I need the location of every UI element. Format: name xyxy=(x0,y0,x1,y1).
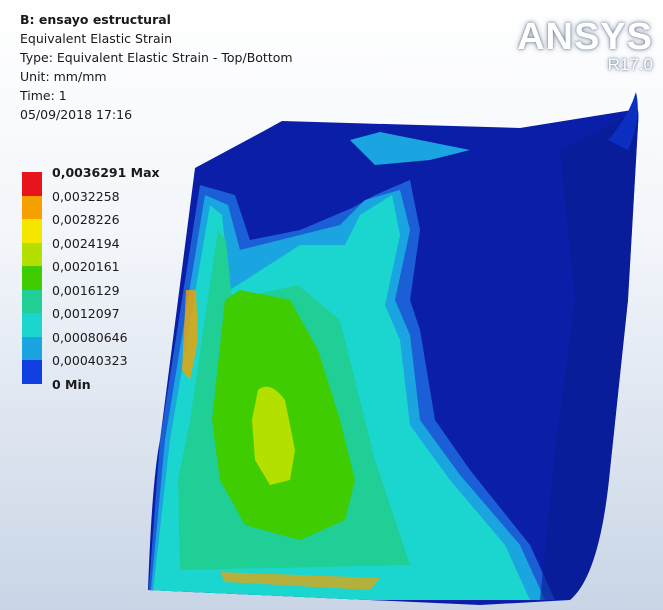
result-type: Type: Equivalent Elastic Strain - Top/Bo… xyxy=(20,50,293,65)
legend-label: 0,0028226 xyxy=(52,212,120,227)
legend-label: 0,00040323 xyxy=(52,353,128,368)
result-datetime: 05/09/2018 17:16 xyxy=(20,107,133,122)
legend-swatch xyxy=(22,313,42,337)
legend-label: 0,0032258 xyxy=(52,188,120,204)
legend-swatch xyxy=(22,172,42,196)
legend-swatch xyxy=(22,360,42,384)
legend-swatch xyxy=(22,195,42,219)
legend-label: 0,0016129 xyxy=(52,282,120,298)
legend-label: 0,0024194 xyxy=(52,235,120,251)
legend-label: 0,00080646 xyxy=(52,329,128,345)
legend-swatch xyxy=(22,219,42,243)
legend-swatch xyxy=(22,289,42,313)
legend-label: 0,0012097 xyxy=(52,306,120,321)
brand-name: ANSYS xyxy=(517,16,653,58)
result-time: Time: 1 xyxy=(20,88,67,103)
brand-version: R17.0 xyxy=(607,55,653,74)
result-name: Equivalent Elastic Strain xyxy=(20,31,173,46)
legend-swatch xyxy=(22,266,42,290)
legend-swatch xyxy=(22,242,42,266)
ansys-logo: ANSYS R17.0 xyxy=(517,18,653,74)
legend-swatch xyxy=(22,336,42,360)
legend-label-max: 0,0036291 Max xyxy=(52,165,160,180)
legend-label: 0,0020161 xyxy=(52,259,120,274)
result-unit: Unit: mm/mm xyxy=(20,69,107,84)
result-info-panel: B: ensayo estructural Equivalent Elastic… xyxy=(20,10,293,124)
legend-label-min: 0 Min xyxy=(52,376,91,392)
project-title: B: ensayo estructural xyxy=(20,12,171,27)
